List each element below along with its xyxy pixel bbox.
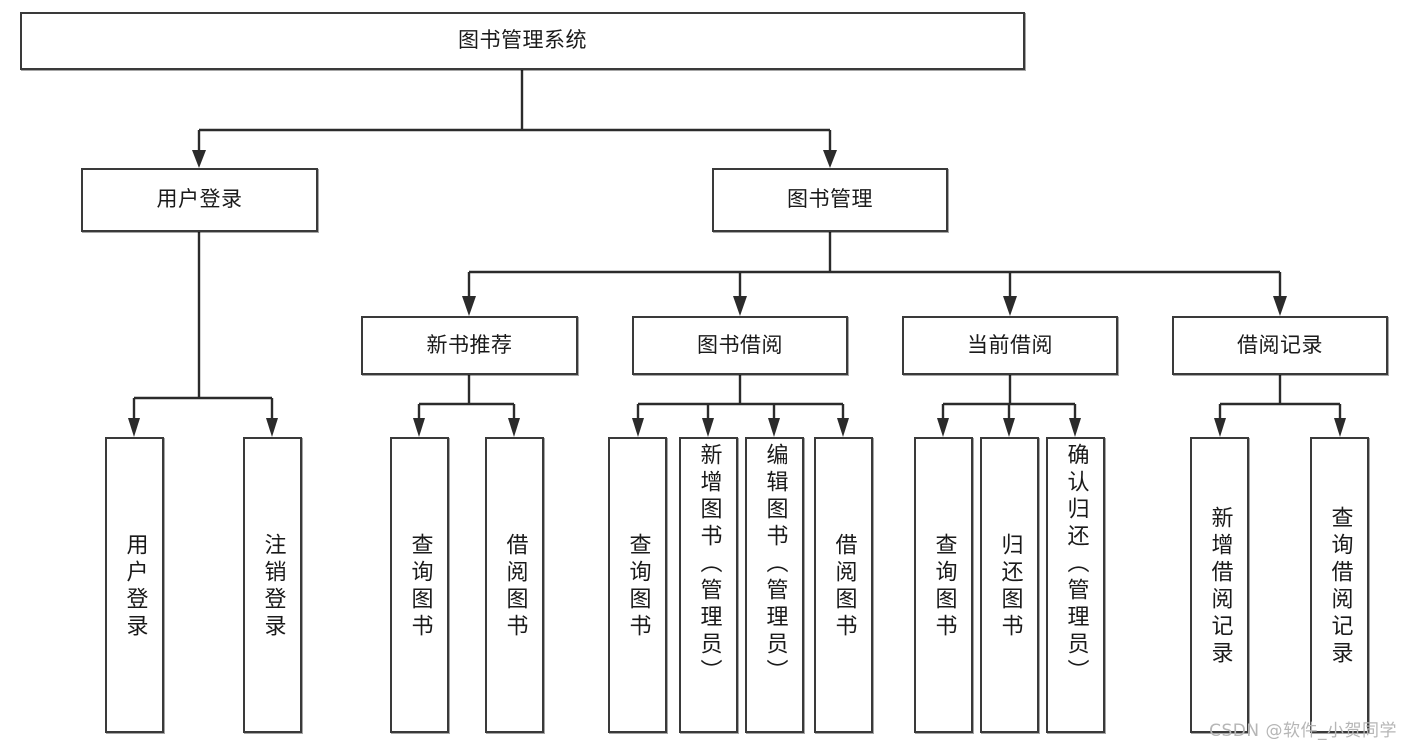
leaf-query-book-1-label: 查询图书 [407, 533, 433, 641]
node-current-borrow-label: 当前借阅 [967, 332, 1053, 357]
node-root-system[interactable]: 图书管理系统 [20, 12, 1025, 70]
csdn-watermark: CSDN @软件_小贺同学 [1209, 721, 1397, 741]
node-borrow-record[interactable]: 借阅记录 [1172, 316, 1388, 375]
arrowhead-leaf-logout [266, 418, 278, 437]
arrowhead-leaf-borrow-book-1 [508, 418, 520, 437]
node-user-login-label: 用户登录 [156, 187, 243, 212]
leaf-user-login-label: 用户登录 [122, 533, 148, 641]
arrowhead-borrow-record [1273, 296, 1287, 316]
leaf-confirm-return[interactable]: 确认归还（管理员） [1046, 437, 1105, 733]
arrowhead-new-book-rec [462, 296, 476, 316]
leaf-query-book-3[interactable]: 查询图书 [914, 437, 973, 733]
leaf-logout-label: 注销登录 [260, 533, 286, 641]
leaf-edit-book[interactable]: 编辑图书（管理员） [745, 437, 804, 733]
arrowhead-book-manage [823, 150, 837, 168]
node-root-label: 图书管理系统 [458, 28, 587, 53]
arrowhead-leaf-add-record [1214, 418, 1226, 437]
leaf-return-book-label: 归还图书 [997, 533, 1023, 641]
leaf-borrow-book-2[interactable]: 借阅图书 [814, 437, 873, 733]
node-book-manage[interactable]: 图书管理 [712, 168, 948, 232]
node-current-borrow[interactable]: 当前借阅 [902, 316, 1118, 375]
arrowhead-leaf-return-book [1003, 418, 1015, 437]
leaf-logout[interactable]: 注销登录 [243, 437, 302, 733]
leaf-add-book-label: 新增图书（管理员） [696, 443, 722, 686]
leaf-confirm-return-label: 确认归还（管理员） [1063, 443, 1089, 686]
node-user-login[interactable]: 用户登录 [81, 168, 318, 232]
node-book-borrow-label: 图书借阅 [697, 332, 783, 357]
node-book-borrow[interactable]: 图书借阅 [632, 316, 848, 375]
leaf-edit-book-label: 编辑图书（管理员） [762, 443, 788, 686]
leaf-query-record[interactable]: 查询借阅记录 [1310, 437, 1369, 733]
leaf-query-book-2[interactable]: 查询图书 [608, 437, 667, 733]
leaf-return-book[interactable]: 归还图书 [980, 437, 1039, 733]
arrowhead-leaf-user-login [128, 418, 140, 437]
arrowhead-leaf-add-book [702, 418, 714, 437]
node-book-manage-label: 图书管理 [787, 187, 873, 212]
node-borrow-record-label: 借阅记录 [1237, 332, 1323, 357]
arrowhead-leaf-query-book-3 [937, 418, 949, 437]
node-new-book-recommend[interactable]: 新书推荐 [361, 316, 578, 375]
leaf-borrow-book-2-label: 借阅图书 [831, 533, 857, 641]
leaf-borrow-book-1-label: 借阅图书 [502, 533, 528, 641]
arrowhead-leaf-borrow-book-2 [837, 418, 849, 437]
leaf-query-book-1[interactable]: 查询图书 [390, 437, 449, 733]
arrowhead-current-borrow [1003, 296, 1017, 316]
arrowhead-leaf-edit-book [768, 418, 780, 437]
arrowhead-leaf-confirm-return [1069, 418, 1081, 437]
leaf-query-book-2-label: 查询图书 [625, 533, 651, 641]
leaf-add-book[interactable]: 新增图书（管理员） [679, 437, 738, 733]
leaf-add-record-label: 新增借阅记录 [1207, 506, 1233, 668]
leaf-user-login[interactable]: 用户登录 [105, 437, 164, 733]
node-new-book-recommend-label: 新书推荐 [426, 332, 513, 357]
leaf-add-record[interactable]: 新增借阅记录 [1190, 437, 1249, 733]
arrowhead-leaf-query-book-2 [632, 418, 644, 437]
leaf-borrow-book-1[interactable]: 借阅图书 [485, 437, 544, 733]
arrowhead-book-borrow [733, 296, 747, 316]
arrowhead-leaf-query-book-1 [413, 418, 425, 437]
arrowhead-leaf-query-record [1334, 418, 1346, 437]
leaf-query-book-3-label: 查询图书 [931, 533, 957, 641]
arrowhead-user-login [192, 150, 206, 168]
leaf-query-record-label: 查询借阅记录 [1327, 506, 1353, 668]
